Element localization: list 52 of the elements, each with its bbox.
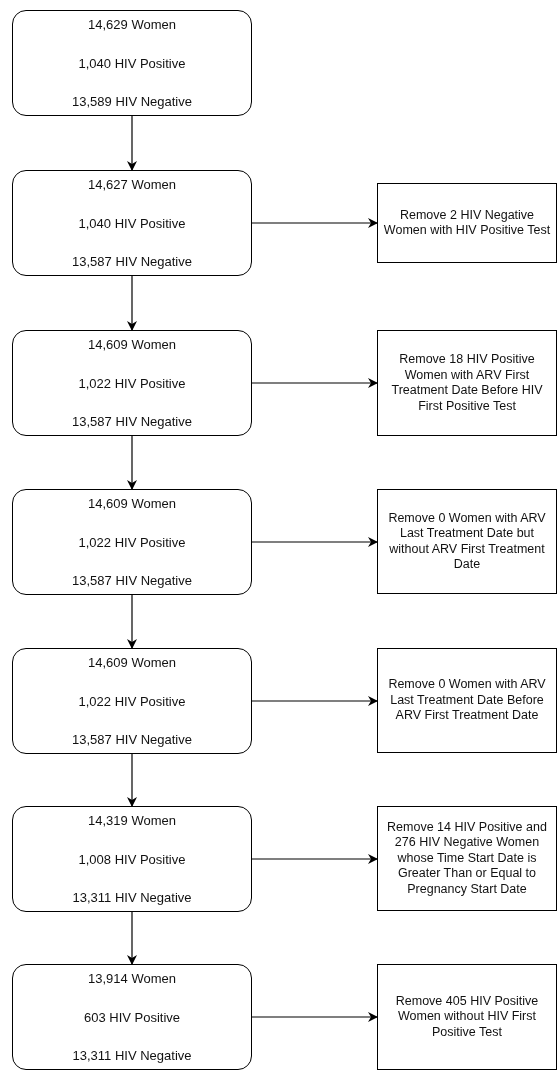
count-text: 1,008 HIV Positive <box>78 851 186 868</box>
count-box <box>12 806 252 912</box>
arrow <box>127 594 137 649</box>
count-text: 1,022 HIV Positive <box>78 534 186 551</box>
count-box <box>12 170 252 276</box>
arrow <box>127 115 137 171</box>
arrow <box>127 911 137 965</box>
count-text: 13,587 HIV Negative <box>72 414 192 430</box>
count-box <box>12 648 252 754</box>
exclusion-box <box>377 648 557 753</box>
exclusion-text: Remove 14 HIV Positive and 276 HIV Negative Women whose Time Start Date is Greater Than or Equal to Pregnancy Start Date <box>386 819 548 898</box>
exclusion-text: Remove 18 HIV Positive Women with ARV First Treatment Date Before HIV First Positive Test <box>390 352 544 414</box>
arrow <box>251 378 378 388</box>
count-text: 1,022 HIV Positive <box>78 693 186 710</box>
exclusion-text: Remove 0 Women with ARV Last Treatment Date but without ARV First Treatment Date <box>387 510 547 573</box>
count-box <box>12 330 252 436</box>
count-text: 14,629 Women <box>88 17 176 33</box>
arrow <box>127 435 137 490</box>
count-text: 13,914 Women <box>88 971 176 987</box>
arrow <box>251 696 378 706</box>
count-text: 13,311 HIV Negative <box>72 1048 192 1064</box>
count-text: 14,609 Women <box>88 655 176 671</box>
count-text: 14,319 Women <box>88 813 176 829</box>
count-text: 13,311 HIV Negative <box>72 890 192 906</box>
count-text: 14,627 Women <box>88 177 176 193</box>
arrow <box>127 275 137 331</box>
exclusion-box <box>377 489 557 594</box>
count-box <box>12 489 252 595</box>
arrow <box>251 854 378 864</box>
arrow <box>127 753 137 807</box>
arrow <box>251 1012 378 1022</box>
count-text: 1,040 HIV Positive <box>78 55 186 72</box>
exclusion-box <box>377 330 557 436</box>
exclusion-text: Remove 2 HIV Negative Women with HIV Positive Test <box>382 207 552 239</box>
exclusion-text: Remove 405 HIV Positive Women without HIV First Positive Test <box>394 993 540 1041</box>
count-text: 603 HIV Positive <box>83 1009 181 1026</box>
count-text: 1,022 HIV Positive <box>78 375 186 392</box>
count-text: 13,587 HIV Negative <box>72 254 192 270</box>
count-text: 13,589 HIV Negative <box>72 94 192 110</box>
count-box <box>12 10 252 116</box>
arrow <box>251 218 378 228</box>
count-box <box>12 964 252 1070</box>
count-text: 14,609 Women <box>88 496 176 512</box>
exclusion-box <box>377 964 557 1070</box>
exclusion-box <box>377 806 557 911</box>
count-text: 1,040 HIV Positive <box>78 215 186 232</box>
count-text: 14,609 Women <box>88 337 176 353</box>
exclusion-text: Remove 0 Women with ARV Last Treatment Date Before ARV First Treatment Date <box>387 677 547 724</box>
count-text: 13,587 HIV Negative <box>72 732 192 748</box>
arrow <box>251 537 378 547</box>
count-text: 13,587 HIV Negative <box>72 573 192 589</box>
exclusion-box <box>377 183 557 263</box>
